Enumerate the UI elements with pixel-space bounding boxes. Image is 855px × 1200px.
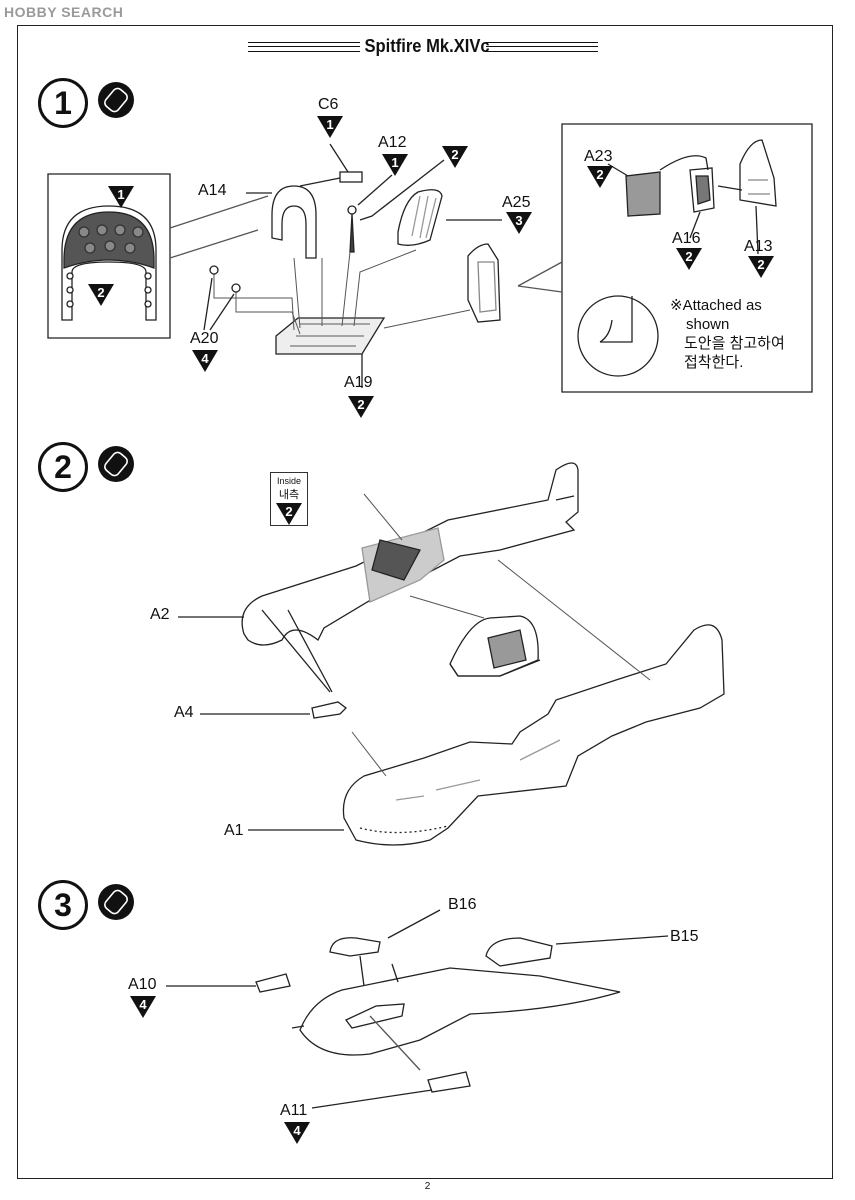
inset-panel-left: [47, 173, 171, 339]
qty-badge-a19: 2: [348, 396, 374, 418]
step-3-number: 3: [38, 880, 88, 930]
inset-panel-right: [561, 123, 813, 393]
title-rule-left: [248, 42, 360, 52]
part-label-a25: A25: [502, 194, 531, 211]
qty-badge-a12: 1: [382, 154, 408, 176]
part-label-b16: B16: [448, 896, 477, 913]
part-label-c6: C6: [318, 96, 339, 113]
page-title: Spitfire Mk.XIVc: [364, 36, 491, 56]
part-label-a4: A4: [174, 704, 194, 721]
page-frame: [17, 25, 833, 1179]
part-label-a2: A2: [150, 606, 170, 623]
qty-badge-a25: 3: [506, 212, 532, 234]
qty-badge-inset-top: 1: [108, 186, 134, 208]
step-2-number: 2: [38, 442, 88, 492]
page-number: 2: [424, 1181, 431, 1192]
part-label-a10: A10: [128, 976, 157, 993]
assembly-note: ※Attached as shown 도안을 참고하여 접착한다.: [670, 297, 785, 371]
inside-indicator: Inside 내측 2: [270, 472, 308, 526]
part-label-a13: A13: [744, 238, 773, 255]
part-label-a14: A14: [198, 182, 227, 199]
step-1-number: 1: [38, 78, 88, 128]
qty-badge-c6: 1: [317, 116, 343, 138]
part-label-a11: A11: [280, 1102, 308, 1119]
qty-badge-a20: 4: [192, 350, 218, 372]
title-bar: Spitfire Mk.XIVc: [0, 36, 855, 57]
qty-badge-a11: 4: [284, 1122, 310, 1144]
watermark: HOBBY SEARCH: [4, 4, 124, 20]
part-label-a12: A12: [378, 134, 407, 151]
part-label-a20: A20: [190, 330, 219, 347]
qty-badge-inset-bottom: 2: [88, 284, 114, 306]
part-label-a16: A16: [672, 230, 701, 247]
qty-badge-a23: 2: [587, 166, 613, 188]
qty-badge-a16: 2: [676, 248, 702, 270]
part-label-b15: B15: [670, 928, 699, 945]
qty-badge-a10: 4: [130, 996, 156, 1018]
part-label-a1: A1: [224, 822, 244, 839]
qty-badge-a13: 2: [748, 256, 774, 278]
part-label-a19: A19: [344, 374, 373, 391]
qty-badge-inside: 2: [276, 503, 302, 525]
title-rule-right: [486, 42, 598, 52]
qty-badge-unlabeled: 2: [442, 146, 468, 168]
part-label-a23: A23: [584, 148, 613, 165]
